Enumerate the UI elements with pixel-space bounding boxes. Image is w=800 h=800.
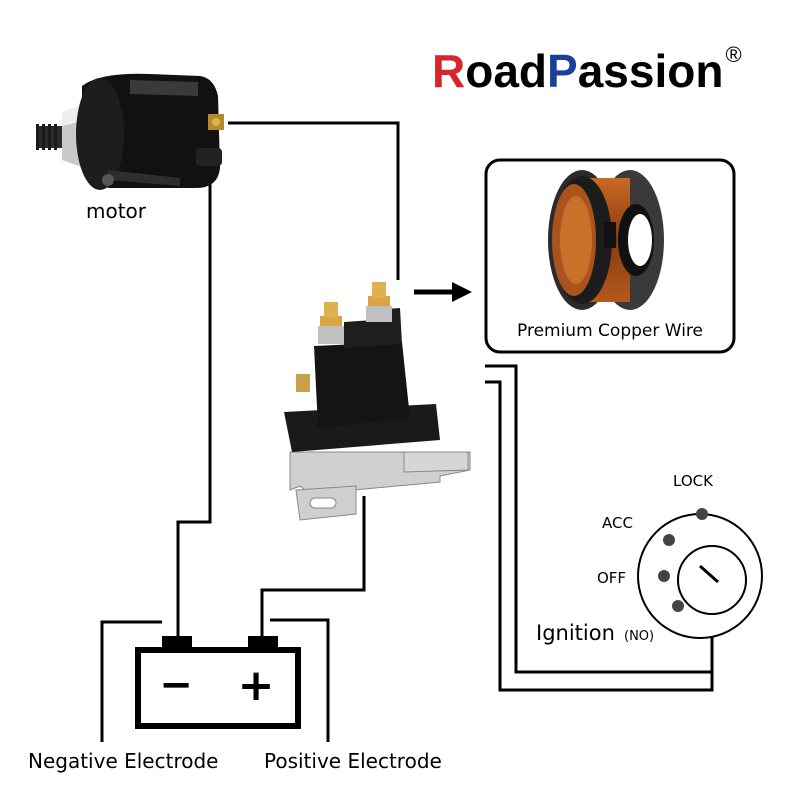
- motor-label: motor: [86, 199, 147, 223]
- lock-label: LOCK: [673, 472, 714, 490]
- copper-coil-icon: [548, 170, 664, 310]
- brand-logo: RoadPassion®: [432, 42, 742, 98]
- solenoid-relay-icon: [284, 282, 471, 521]
- starter-motor-icon: [36, 73, 224, 190]
- position-dot-lock: [696, 508, 708, 520]
- wires: [100, 121, 714, 742]
- negative-electrode-label: Negative Electrode: [28, 749, 218, 773]
- position-dot-off: [658, 570, 670, 582]
- position-dot-start: [672, 600, 684, 612]
- ignition-switch-icon: [637, 508, 763, 639]
- ignition-label-main: Ignition: [536, 621, 615, 645]
- positive-electrode-label: Positive Electrode: [264, 749, 442, 773]
- wire-solenoid-to-positive: [260, 496, 366, 640]
- ignition-label-note: (NO): [624, 629, 654, 644]
- wire-positive-lead: [270, 618, 330, 742]
- ignition-label: Ignition (NO): [536, 621, 654, 645]
- wire-motor-to-negative: [176, 160, 212, 640]
- wire-solenoid-to-ignition-2: [485, 380, 714, 692]
- registered-mark: ®: [725, 42, 742, 67]
- brand-letter-r: R: [432, 45, 466, 97]
- solenoid-terminal-right: [366, 282, 392, 322]
- acc-label: ACC: [602, 514, 633, 532]
- solenoid-terminal-left: [318, 302, 344, 344]
- battery-positive-sign: +: [238, 660, 275, 711]
- battery-negative-sign: −: [159, 662, 193, 708]
- wire-negative-lead: [100, 620, 162, 742]
- battery-icon: [135, 636, 301, 729]
- wire-solenoid-to-ignition-1: [485, 364, 714, 674]
- off-label: OFF: [597, 569, 626, 587]
- brand-text-oad: oad: [465, 45, 548, 97]
- brand-text-assion: assion: [577, 45, 724, 97]
- position-dot-acc: [663, 534, 675, 546]
- arrow-right-icon: [414, 282, 472, 302]
- wire-motor-to-solenoid: [228, 121, 400, 280]
- copper-wire-label: Premium Copper Wire: [517, 321, 703, 341]
- brand-letter-p: P: [547, 45, 578, 97]
